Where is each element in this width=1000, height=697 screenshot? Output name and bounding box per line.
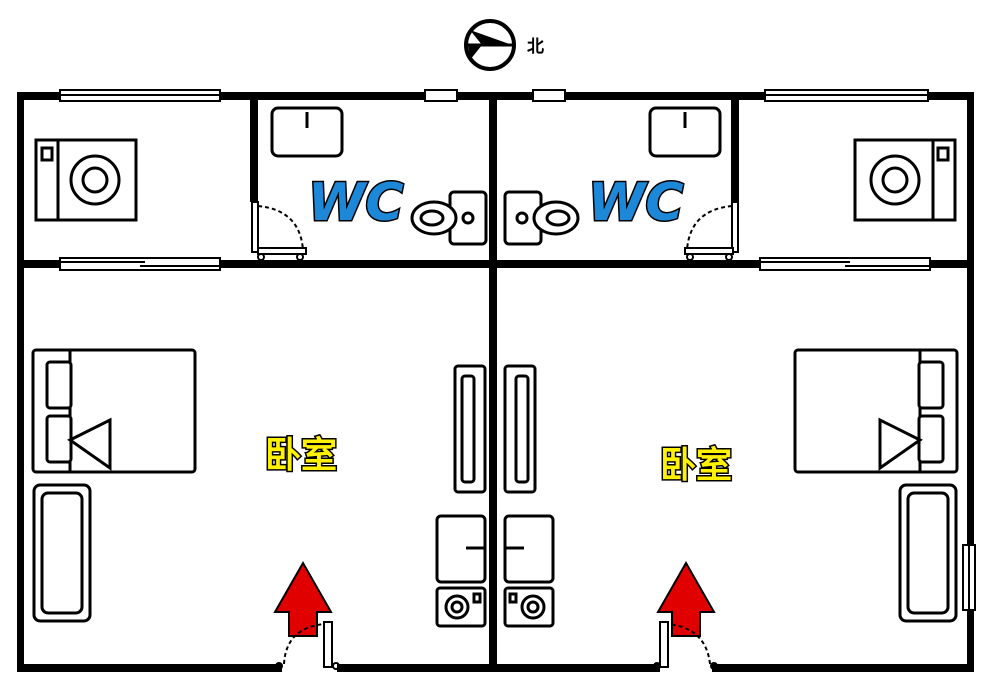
sofa-icon xyxy=(898,483,958,623)
sink-icon xyxy=(648,106,722,158)
bedroom-label: 卧室 xyxy=(265,435,337,476)
entry-arrow-icon xyxy=(656,560,716,637)
bed-icon xyxy=(793,348,959,474)
north-label: 北 xyxy=(527,37,544,57)
north-arrow-icon xyxy=(464,19,516,71)
small-washer-icon xyxy=(503,586,555,628)
small-washer-icon xyxy=(435,586,487,628)
bedroom-label: 卧室 xyxy=(660,445,732,486)
wardrobe-icon xyxy=(503,364,537,494)
toilet-icon xyxy=(410,190,488,246)
wc-label: WC xyxy=(308,173,404,233)
entry-arrow-icon xyxy=(273,560,333,637)
wardrobe-icon xyxy=(453,364,487,494)
entry-door[interactable] xyxy=(275,621,340,670)
entry-door[interactable] xyxy=(653,621,718,670)
sink-icon xyxy=(270,106,344,158)
toilet-icon xyxy=(503,190,580,246)
wc-door[interactable] xyxy=(251,201,307,261)
outer-walls xyxy=(17,92,974,672)
washing-machine-icon xyxy=(34,138,138,222)
washing-machine-icon xyxy=(853,138,957,222)
wc-door[interactable] xyxy=(684,201,739,261)
window xyxy=(59,89,976,611)
fridge-icon xyxy=(435,514,487,584)
fridge-icon xyxy=(503,514,555,584)
wc-label: WC xyxy=(588,173,684,233)
sofa-icon xyxy=(32,483,92,623)
bed-icon xyxy=(31,348,197,474)
